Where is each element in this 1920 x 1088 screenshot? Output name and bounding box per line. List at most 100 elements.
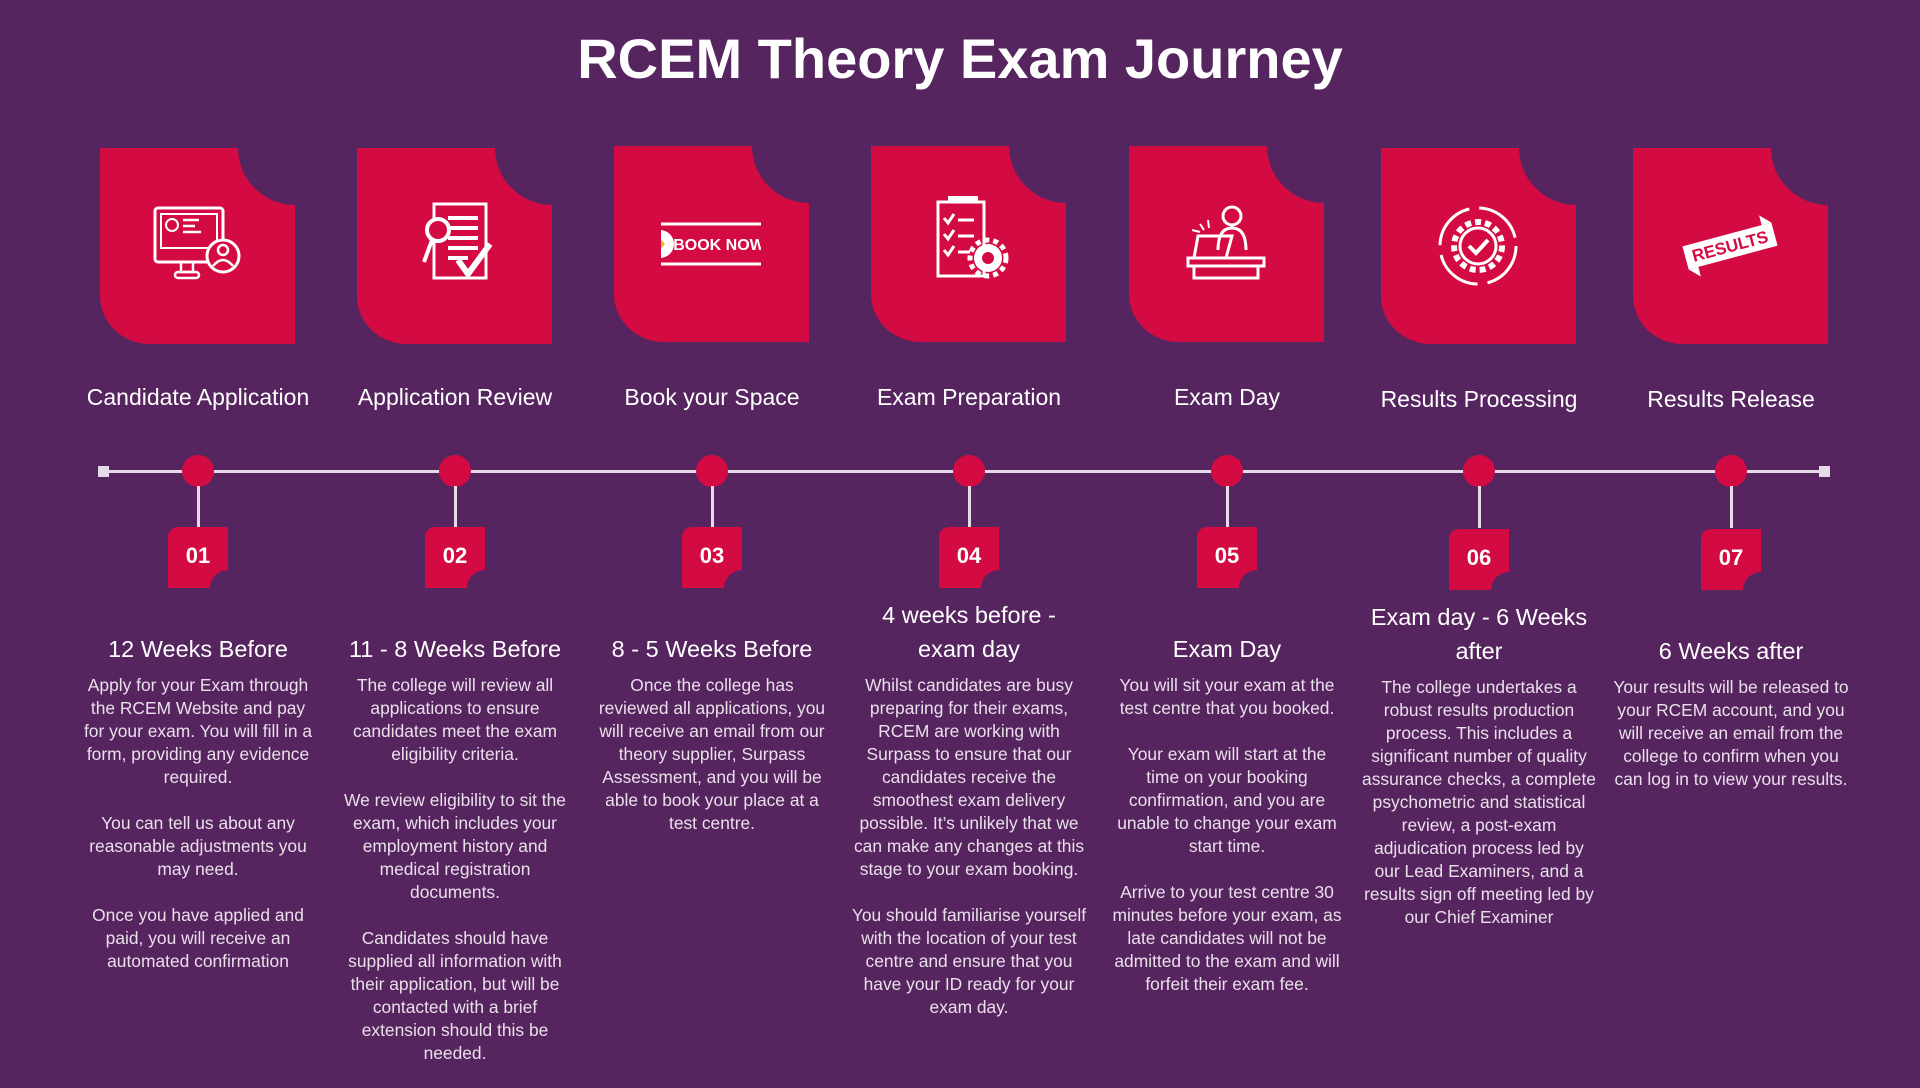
- step-icon-card: RESULTS: [1633, 148, 1828, 344]
- step-number-badge: 06: [1449, 529, 1509, 590]
- timeline-dot: [953, 455, 985, 487]
- step-description: The college will review all applications…: [337, 674, 573, 1065]
- step-icon-card: [100, 148, 295, 344]
- step-number: 06: [1466, 545, 1492, 570]
- timeline-stem: [711, 486, 714, 528]
- step-number: 01: [185, 543, 211, 568]
- step-title: Exam Preparation: [876, 384, 1062, 410]
- timeline-stem: [197, 486, 200, 528]
- badge-corner-notch: [1743, 572, 1761, 590]
- step-number: 04: [956, 543, 982, 568]
- badge-corner-notch: [1239, 570, 1257, 588]
- timeline-dot: [696, 455, 728, 487]
- step-title: Results Processing: [1380, 386, 1578, 412]
- timeline-stem: [1478, 486, 1481, 528]
- step-description-paragraph: You can tell us about any reasonable adj…: [89, 813, 307, 879]
- step-number: 02: [442, 543, 468, 568]
- step-description-paragraph: We review eligibility to sit the exam, w…: [344, 790, 566, 902]
- step-details: 6 Weeks after Your results will be relea…: [1613, 598, 1849, 814]
- step-number-badge: 03: [682, 527, 742, 588]
- step-description: You will sit your exam at the test centr…: [1109, 674, 1345, 996]
- step-description-paragraph: The college will review all applications…: [353, 675, 557, 764]
- step-icon-card: [1129, 146, 1324, 342]
- step-number: 05: [1214, 543, 1240, 568]
- step-description-paragraph: Arrive to your test centre 30 minutes be…: [1112, 882, 1342, 994]
- step-title: Book your Space: [624, 384, 800, 410]
- step-timeframe-text: 12 Weeks Before: [108, 636, 288, 662]
- page-title: RCEM Theory Exam Journey: [577, 27, 1343, 90]
- step-timeframe-text: 6 Weeks after: [1658, 638, 1804, 664]
- step-details: 12 Weeks Before Apply for your Exam thro…: [80, 596, 316, 996]
- step-number: 03: [699, 543, 725, 568]
- checklist-gear-icon: [936, 196, 1009, 279]
- step-description-paragraph: Whilst candidates are busy preparing for…: [853, 675, 1085, 879]
- timeline-start-marker: [98, 466, 109, 477]
- step-timeframe-text: 11 - 8 Weeks Before: [348, 636, 562, 662]
- step-title: Exam Day: [1173, 384, 1281, 410]
- step-timeframe-text: 8 - 5 Weeks Before: [611, 636, 813, 662]
- svg-text:RESULTS: RESULTS: [1690, 227, 1770, 266]
- book-now-button-icon: BOOK NOW: [661, 222, 761, 266]
- timeline-end-marker: [1819, 466, 1830, 477]
- step-description: The college undertakes a robust results …: [1361, 676, 1597, 929]
- badge-corner-notch: [981, 570, 999, 588]
- step-description-paragraph: You will sit your exam at the test centr…: [1119, 675, 1335, 718]
- svg-text:BOOK NOW: BOOK NOW: [673, 237, 761, 254]
- step-description-paragraph: You should familiarise yourself with the…: [851, 905, 1087, 1017]
- step-description-paragraph: Candidates should have supplied all info…: [348, 928, 562, 1063]
- step-description: Your results will be released to your RC…: [1613, 676, 1849, 791]
- step-timeframe: Exam day - 6 Weeks after: [1361, 598, 1597, 668]
- timeline-dot: [1463, 455, 1495, 487]
- step-icon-card: [1381, 148, 1576, 344]
- step-timeframe-text: Exam Day: [1172, 636, 1282, 662]
- timeline-dot: [1715, 455, 1747, 487]
- document-review-icon: [422, 202, 493, 280]
- step-timeframe: 8 - 5 Weeks Before: [594, 596, 830, 666]
- step-details: Exam Day You will sit your exam at the t…: [1109, 596, 1345, 1019]
- step-description: Whilst candidates are busy preparing for…: [851, 674, 1087, 1019]
- step-timeframe-text: 4 weeks before - exam day: [882, 602, 1056, 662]
- step-timeframe: 11 - 8 Weeks Before: [337, 596, 573, 666]
- step-details: 8 - 5 Weeks Before Once the college has …: [594, 596, 830, 858]
- step-details: 11 - 8 Weeks Before The college will rev…: [337, 596, 573, 1088]
- computer-profile-icon: [153, 206, 241, 280]
- timeline-dot: [1211, 455, 1243, 487]
- badge-corner-notch: [467, 570, 485, 588]
- step-description-paragraph: Once you have applied and paid, you will…: [92, 905, 304, 971]
- step-title: Results Release: [1647, 386, 1815, 412]
- timeline-stem: [968, 486, 971, 528]
- timeline-stem: [1730, 486, 1733, 528]
- step-title: Application Review: [357, 384, 553, 410]
- step-timeframe: 4 weeks before - exam day: [869, 596, 1069, 666]
- step-number-badge: 05: [1197, 527, 1257, 588]
- step-details: 4 weeks before - exam day Whilst candida…: [851, 596, 1087, 1042]
- timeline-dot: [182, 455, 214, 487]
- step-description-paragraph: Apply for your Exam through the RCEM Web…: [83, 675, 313, 787]
- badge-corner-notch: [724, 570, 742, 588]
- step-icon-card: [357, 148, 552, 344]
- step-number-badge: 02: [425, 527, 485, 588]
- timeline-stem: [454, 486, 457, 528]
- step-timeframe: Exam Day: [1109, 596, 1345, 666]
- step-description: Apply for your Exam through the RCEM Web…: [80, 674, 316, 973]
- step-description-paragraph: The college undertakes a robust results …: [1362, 677, 1596, 927]
- badge-corner-notch: [1491, 572, 1509, 590]
- results-banner-icon: RESULTS: [1682, 215, 1778, 277]
- gear-cycle-check-icon: [1438, 206, 1518, 286]
- step-title: Candidate Application: [86, 384, 310, 410]
- step-icon-card: BOOK NOW: [614, 146, 809, 342]
- step-icon-card: [871, 146, 1066, 342]
- step-description-paragraph: Once the college has reviewed all applic…: [598, 675, 826, 833]
- timeline-dot: [439, 455, 471, 487]
- step-number-badge: 01: [168, 527, 228, 588]
- step-timeframe: 6 Weeks after: [1613, 598, 1849, 668]
- person-at-laptop-icon: [1186, 205, 1266, 280]
- step-description-paragraph: Your exam will start at the time on your…: [1117, 744, 1337, 856]
- step-description: Once the college has reviewed all applic…: [594, 674, 830, 835]
- step-number-badge: 04: [939, 527, 999, 588]
- step-number: 07: [1718, 545, 1744, 570]
- step-number-badge: 07: [1701, 529, 1761, 590]
- step-timeframe: 12 Weeks Before: [80, 596, 316, 666]
- step-timeframe-text: Exam day - 6 Weeks after: [1370, 604, 1588, 664]
- timeline-stem: [1226, 486, 1229, 528]
